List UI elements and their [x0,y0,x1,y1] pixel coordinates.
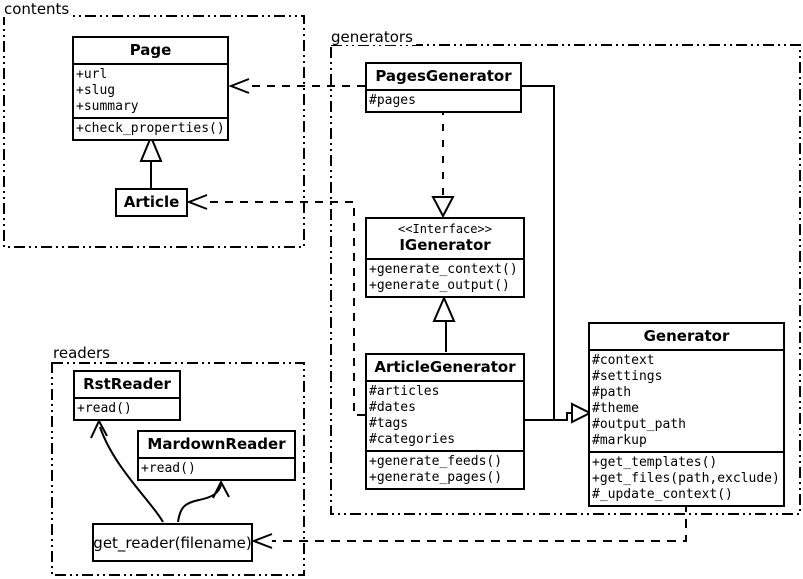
class-igenerator: <<Interface>> IGenerator +generate_conte… [365,217,525,298]
method-row: +generate_pages() [369,470,503,485]
function-box-get-reader-label: get_reader(filename) [93,533,252,552]
inheritance-triangle-igenerator-bottom [432,295,456,322]
class-generator: Generator #context #settings #path #them… [588,322,785,507]
attribute-row: +summary [76,99,139,114]
method-row: +read() [77,401,132,416]
attribute-row: #articles [369,384,440,399]
attribute-row: #context [592,353,655,368]
class-rstreader: RstReader +read() [73,370,181,421]
call-arrowhead-rstreader [90,418,108,439]
package-label-generators: generators [330,29,416,45]
package-frame-generators [330,44,801,515]
class-page: Page +url +slug +summary +check_properti… [72,36,229,141]
attribute-row: +url [76,67,108,82]
inheritance-line-articlegenerator-to-generator [525,412,572,421]
class-igenerator-name: IGenerator [399,236,491,254]
package-label-contents: contents [3,1,73,17]
attribute-row: #path [592,385,632,400]
class-rstreader-methods: +read() [75,397,179,419]
class-pagesgenerator-attributes: #pages [367,89,520,111]
call-arrowhead-mardownreader [212,479,230,499]
dependency-line-generator-to-getreader [272,503,687,542]
class-articlegenerator: ArticleGenerator #articles #dates #tags … [365,353,525,490]
class-article-title: Article [123,193,180,211]
method-row: +generate_context() [369,262,518,277]
attribute-row: #theme [592,401,639,416]
class-generator-attributes: #context #settings #path #theme #output_… [590,349,783,451]
class-pagesgenerator-title: PagesGenerator [375,67,512,85]
package-frame-readers [51,362,305,576]
inheritance-triangle-article-to-page [139,134,163,162]
package-label-readers: readers [52,345,113,361]
attribute-row: #markup [592,433,647,448]
dependency-arrowhead-getreader [251,533,273,549]
method-row: +read() [141,461,196,476]
call-curve-getreader-to-rstreader [99,426,164,523]
method-row: +generate_output() [369,278,510,293]
method-row: #_update_context() [592,487,733,502]
dependency-line-articlegenerator-to-article [206,201,365,416]
attribute-row: #pages [369,93,416,108]
class-igenerator-methods: +generate_context() +generate_output() [367,258,523,296]
attribute-row: #dates [369,400,416,415]
method-row: +generate_feeds() [369,454,503,469]
class-generator-title: Generator [643,327,730,345]
realization-triangle-igenerator-top [431,196,455,219]
attribute-row: +slug [76,83,116,98]
class-page-title: Page [129,41,172,59]
attribute-row: #output_path [592,417,686,432]
attribute-row: #tags [369,416,409,431]
class-mardownreader: MardownReader +read() [137,430,296,481]
inheritance-triangle-generator-left [571,402,593,424]
dependency-arrowhead-article [186,194,208,210]
class-page-methods: +check_properties() [74,117,227,139]
class-generator-methods: +get_templates() +get_files(path,exclude… [590,451,783,505]
class-page-attributes: +url +slug +summary [74,63,227,117]
class-articlegenerator-methods: +generate_feeds() +generate_pages() [367,450,523,488]
method-row: +check_properties() [76,121,225,136]
class-mardownreader-title: MardownReader [147,435,286,453]
inheritance-line-pagesgenerator-to-generator [521,85,555,420]
class-articlegenerator-title: ArticleGenerator [374,358,516,376]
method-row: +get_templates() [592,455,718,470]
class-rstreader-title: RstReader [83,375,171,393]
class-igenerator-stereotype: <<Interface>> [398,222,492,236]
attribute-row: #categories [369,432,456,447]
class-article: Article [115,188,188,217]
function-box-get-reader: get_reader(filename) [92,523,253,562]
dependency-arrowhead-page [228,78,250,94]
class-articlegenerator-attributes: #articles #dates #tags #categories [367,380,523,450]
attribute-row: #settings [592,369,663,384]
class-igenerator-title: <<Interface>> IGenerator [367,219,523,258]
package-frame-contents [3,15,305,248]
call-curve-getreader-to-mardownreader [177,484,222,523]
method-row: +get_files(path,exclude) [592,471,780,486]
class-pagesgenerator: PagesGenerator #pages [365,62,522,113]
class-mardownreader-methods: +read() [139,457,294,479]
